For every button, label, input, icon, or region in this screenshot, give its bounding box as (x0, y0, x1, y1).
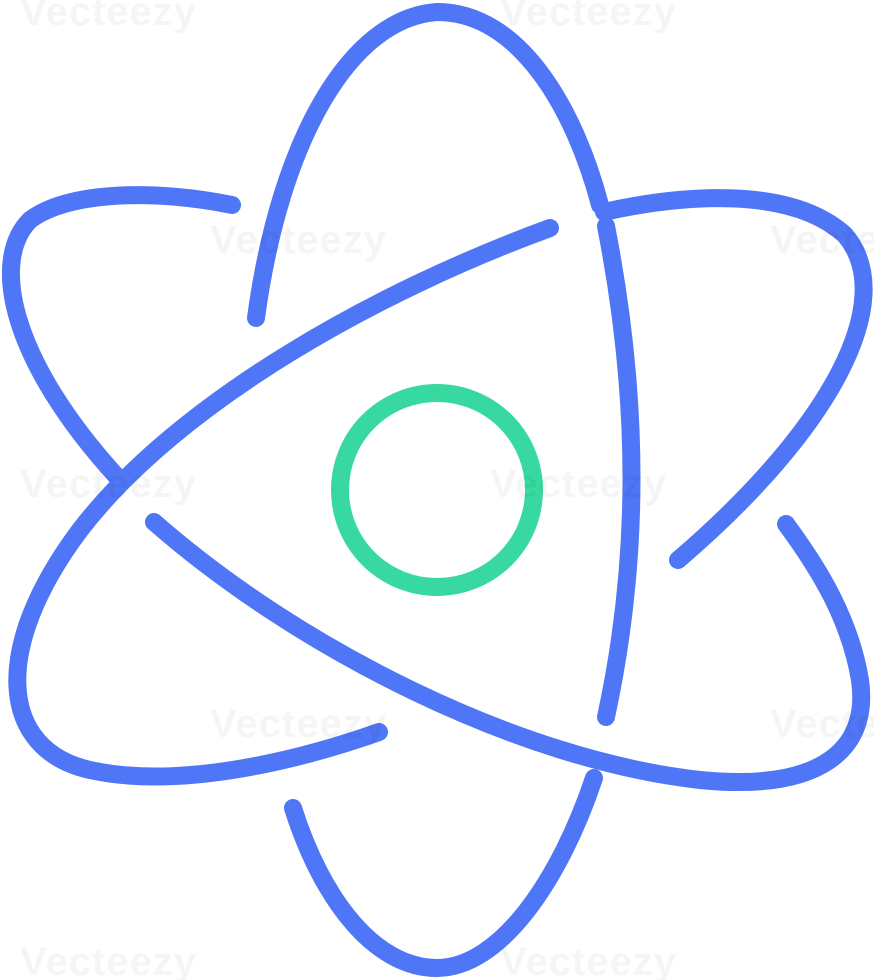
orbit-vertical-top (247, 3, 609, 327)
orbit-vertical-right (597, 217, 641, 726)
orbit-vertical-bottom (284, 769, 603, 977)
orbit-right-upper (595, 189, 873, 569)
orbit-right-diagonal (145, 513, 871, 792)
orbit-left-upper (2, 186, 241, 487)
orbit-left-diagonal (8, 219, 559, 786)
nucleus-circle (331, 384, 543, 596)
